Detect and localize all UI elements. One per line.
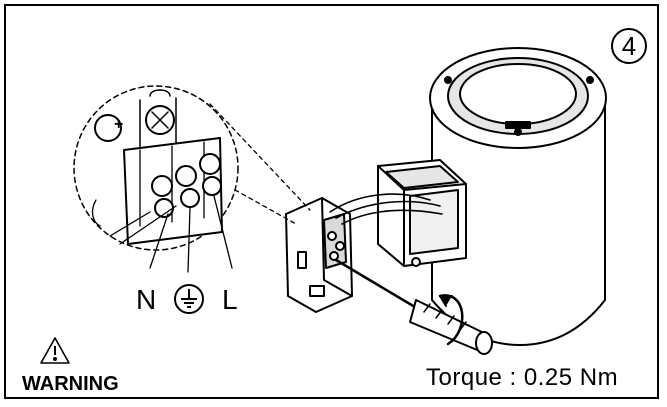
junction-box	[377, 159, 467, 267]
step-number-badge: 4	[611, 28, 647, 64]
screwdriver	[334, 258, 493, 355]
warning-label: WARNING	[22, 373, 119, 395]
warning-triangle-icon	[40, 337, 70, 364]
magnify-guides	[209, 103, 311, 225]
earth-ground-icon	[174, 284, 204, 314]
connection-wires	[329, 193, 443, 225]
terminal-plate	[285, 197, 353, 313]
torque-spec: Torque : 0.25 Nm	[426, 364, 619, 391]
magnified-detail	[73, 85, 239, 251]
live-terminal-label: L	[222, 284, 238, 315]
luminaire-body	[429, 47, 607, 346]
terminal-leaders	[149, 195, 233, 273]
polarity-plus-icon: +	[114, 116, 124, 133]
neutral-terminal-label: N	[136, 284, 157, 315]
